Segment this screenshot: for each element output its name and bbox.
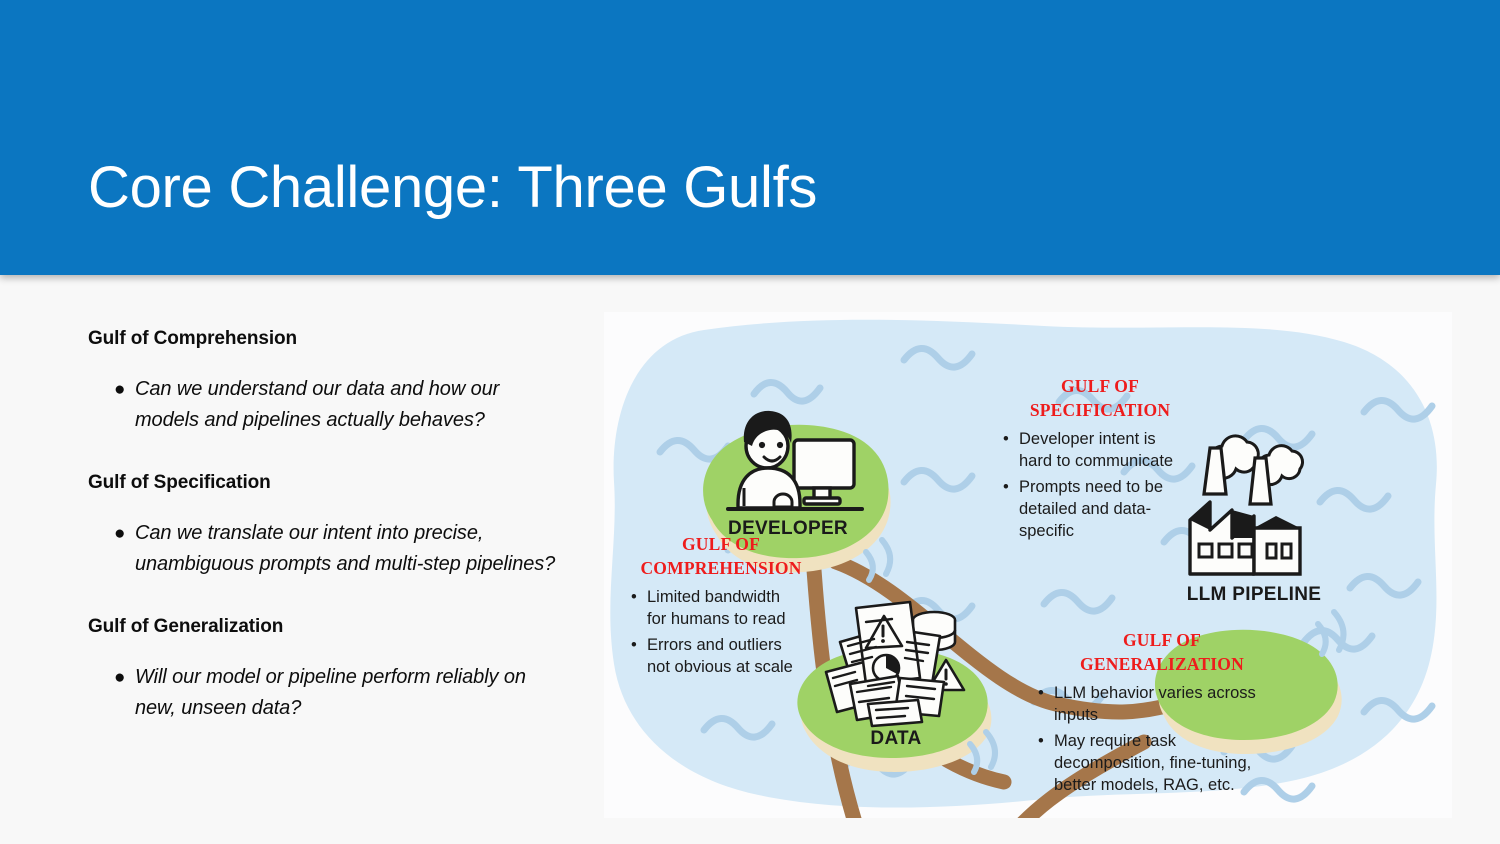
svg-text:Developer intent is: Developer intent is: [1019, 430, 1156, 448]
gulf-text-column: Gulf of Comprehension ● Can we understan…: [88, 326, 568, 724]
bullet-text: Can we understand our data and how our m…: [135, 378, 500, 431]
svg-text:not obvious at scale: not obvious at scale: [647, 658, 793, 676]
island-ripples-developer: [863, 537, 894, 583]
callout-bullets: • Limited bandwidth for humans to read •…: [631, 588, 793, 676]
island-ripples-data: [967, 729, 998, 775]
island-green-llm: [1154, 629, 1338, 740]
callout-heading-line1: GULF OF: [682, 534, 760, 554]
bullet-marker: •: [1038, 732, 1044, 750]
spacer: [88, 436, 568, 470]
bullet-text: Can we translate our intent into precise…: [135, 522, 556, 575]
svg-text:Errors and outliers: Errors and outliers: [647, 636, 782, 654]
bullet-marker: ●: [114, 379, 126, 400]
callout-heading-line1: GULF OF: [1123, 630, 1201, 650]
gulf-bullet-comprehension: ● Can we understand our data and how our…: [88, 374, 568, 436]
gulf-heading-specification: Gulf of Specification: [88, 472, 271, 493]
callout-heading-line2: GENERALIZATION: [1080, 654, 1244, 674]
warning-triangle-icon: [864, 614, 904, 650]
bullet-marker: •: [631, 636, 637, 654]
doc-text-lines: [831, 617, 937, 720]
island-label-llm-pipeline: LLM PIPELINE: [1187, 584, 1322, 605]
callout-bullets: • Developer intent is hard to communicat…: [1003, 430, 1173, 540]
gulf-bullet-specification: ● Can we translate our intent into preci…: [88, 518, 568, 580]
svg-text:May require task: May require task: [1054, 732, 1177, 750]
svg-text:LLM behavior varies across: LLM behavior varies across: [1054, 684, 1256, 702]
bullet-marker: •: [1038, 684, 1044, 702]
svg-text:better models, RAG, etc.: better models, RAG, etc.: [1054, 776, 1235, 794]
svg-text:for humans to read: for humans to read: [647, 610, 786, 628]
gulf-section-specification: Gulf of Specification ● Can we translate…: [88, 470, 568, 580]
island-label-developer: DEVELOPER: [728, 518, 848, 539]
callout-heading-line1: GULF OF: [1061, 376, 1139, 396]
spacer: [88, 580, 568, 614]
gulf-section-comprehension: Gulf of Comprehension ● Can we understan…: [88, 326, 568, 436]
title-band: Core Challenge: Three Gulfs: [0, 0, 1500, 275]
bullet-marker: •: [1003, 478, 1009, 496]
page-title: Core Challenge: Three Gulfs: [88, 155, 818, 220]
svg-text:inputs: inputs: [1054, 706, 1098, 724]
gulf-bullet-generalization: ● Will our model or pipeline perform rel…: [88, 662, 568, 724]
callout-bullets: • LLM behavior varies across inputs • Ma…: [1038, 684, 1256, 794]
svg-text:hard to communicate: hard to communicate: [1019, 452, 1173, 470]
svg-text:specific: specific: [1019, 522, 1074, 540]
callout-gulf-of-generalization: GULF OF GENERALIZATION • LLM behavior va…: [1038, 630, 1256, 794]
bullet-marker: ●: [114, 523, 126, 544]
bullet-marker: •: [1003, 430, 1009, 448]
svg-text:decomposition, fine-tuning,: decomposition, fine-tuning,: [1054, 754, 1251, 772]
gulf-section-generalization: Gulf of Generalization ● Will our model …: [88, 614, 568, 724]
bullet-marker: ●: [114, 667, 126, 688]
document-pile-icon: [824, 600, 966, 728]
island-label-data: DATA: [870, 728, 921, 749]
person-at-computer-icon: [726, 410, 864, 511]
svg-text:Limited bandwidth: Limited bandwidth: [647, 588, 780, 606]
gulf-heading-comprehension: Gulf of Comprehension: [88, 328, 298, 349]
island-llm-pipeline: LLM PIPELINE: [1154, 434, 1347, 754]
gulf-heading-generalization: Gulf of Generalization: [88, 616, 284, 637]
three-gulfs-diagram: DEVELOPER: [604, 312, 1452, 818]
factory-icon: [1188, 434, 1305, 576]
bullet-text: Will our model or pipeline perform relia…: [135, 666, 526, 719]
island-developer: DEVELOPER: [703, 410, 894, 583]
callout-gulf-of-specification: GULF OF SPECIFICATION • Developer intent…: [1003, 376, 1173, 540]
callout-heading-line2: COMPREHENSION: [640, 558, 801, 578]
svg-text:detailed and data-: detailed and data-: [1019, 500, 1151, 518]
callout-gulf-of-comprehension: GULF OF COMPREHENSION • Limited bandwidt…: [631, 534, 801, 676]
bullet-marker: •: [631, 588, 637, 606]
island-ripples-llm: [1315, 609, 1347, 657]
svg-text:Prompts need to be: Prompts need to be: [1019, 478, 1163, 496]
island-data: DATA: [797, 600, 998, 775]
callout-heading-line2: SPECIFICATION: [1030, 400, 1171, 420]
